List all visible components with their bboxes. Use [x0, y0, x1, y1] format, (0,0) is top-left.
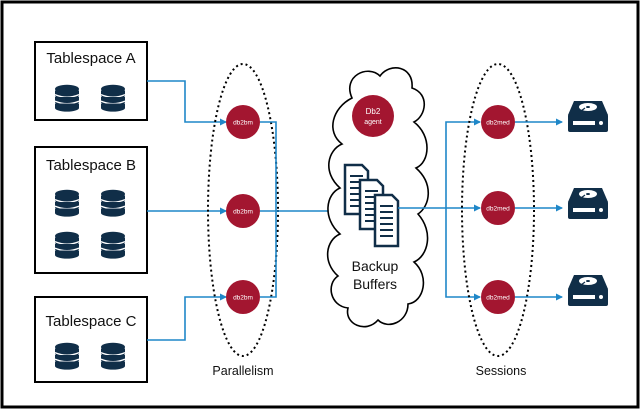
backup-buffers-label-line2: Buffers	[353, 276, 397, 292]
buffer-pages-icon	[343, 163, 400, 248]
tablespace-c-box	[34, 296, 148, 383]
arrow-a-to-db2bm	[147, 80, 227, 126]
database-icon	[54, 84, 80, 113]
db2bm-node: db2bm	[226, 280, 260, 314]
disk-drive-icon	[567, 100, 609, 133]
db2-agent-node: Db2 agent	[352, 95, 394, 137]
sessions-label: Sessions	[476, 364, 527, 378]
arrow-db2bm-bottom-to-buffers	[260, 211, 277, 298]
disk-drive-icon	[567, 274, 609, 307]
svg-text:agent: agent	[364, 119, 382, 126]
db2bm-node: db2bm	[226, 105, 260, 139]
disk-drive-icon	[567, 187, 609, 220]
svg-text:db2med: db2med	[486, 206, 510, 213]
svg-text:db2med: db2med	[486, 295, 510, 302]
db2med-node: db2med	[481, 105, 515, 139]
input-arrows	[147, 80, 227, 341]
database-icon	[100, 84, 126, 113]
parallelism-group	[207, 63, 279, 357]
tablespace-a-label: Tablespace A	[46, 50, 135, 67]
tablespace-b-box	[34, 146, 148, 274]
database-icon	[100, 342, 126, 371]
database-icon	[54, 189, 80, 218]
arrow-c-to-db2bm	[147, 293, 227, 341]
svg-text:db2med: db2med	[486, 120, 510, 127]
svg-text:db2bm: db2bm	[233, 120, 253, 127]
database-icon	[100, 231, 126, 260]
backup-buffers-label-line1: Backup	[352, 258, 399, 274]
tablespace-c: Tablespace C	[34, 296, 148, 383]
device-arrows	[515, 118, 563, 301]
arrow-db2bm-top-to-buffers	[260, 121, 277, 211]
database-icon	[100, 189, 126, 218]
database-icon	[54, 342, 80, 371]
tablespace-b: Tablespace B	[34, 146, 148, 274]
tablespace-c-label: Tablespace C	[46, 313, 137, 330]
tablespace-b-label: Tablespace B	[46, 157, 136, 174]
parallelism-label: Parallelism	[212, 364, 273, 378]
database-icon	[54, 231, 80, 260]
svg-text:db2bm: db2bm	[233, 295, 253, 302]
svg-text:db2bm: db2bm	[233, 209, 253, 216]
db2med-node: db2med	[481, 191, 515, 225]
db2med-node: db2med	[481, 280, 515, 314]
svg-text:Db2: Db2	[366, 107, 381, 116]
sessions-group	[461, 63, 535, 357]
db2bm-node: db2bm	[226, 194, 260, 228]
tablespace-a-box	[34, 41, 148, 121]
tablespace-a: Tablespace A	[34, 41, 148, 121]
